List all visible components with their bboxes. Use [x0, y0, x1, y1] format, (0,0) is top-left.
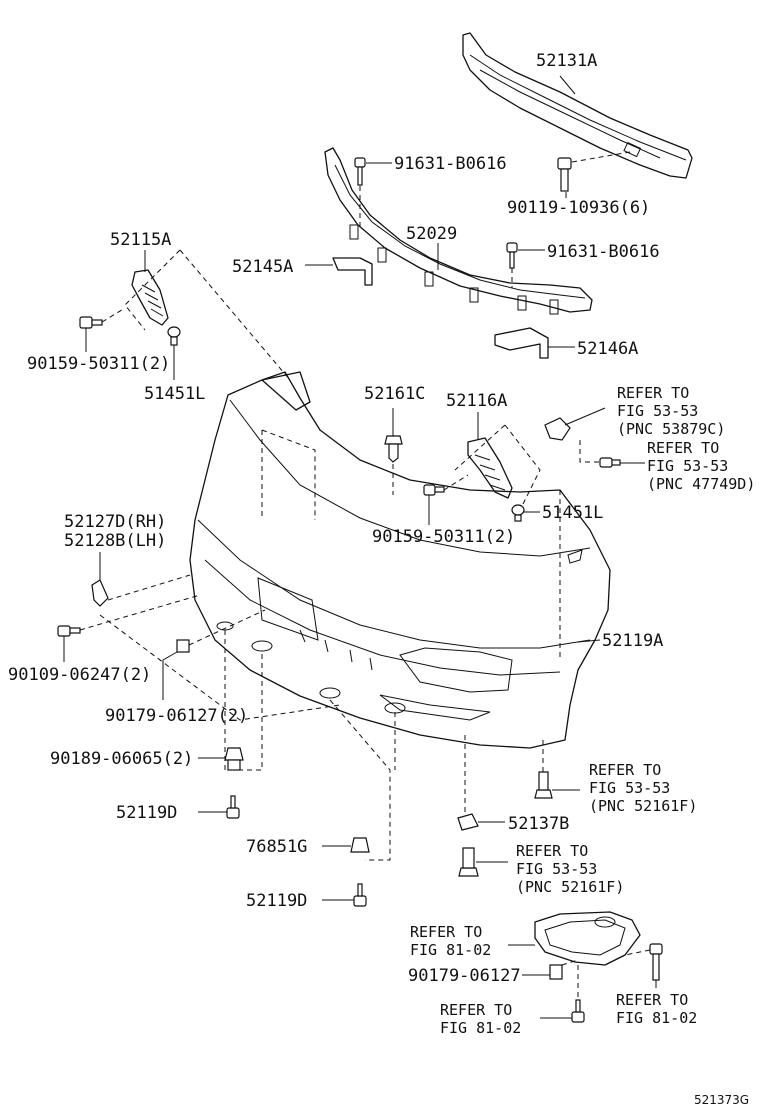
- screw-fog-right-icon[interactable]: [649, 943, 663, 981]
- ref5-line2: FIG 81-02: [410, 941, 491, 959]
- ref3-line3: (PNC 52161F): [589, 797, 697, 815]
- ref4-line2: FIG 53-53: [516, 860, 597, 878]
- reinforcement-52131A[interactable]: [462, 32, 693, 179]
- label-90119: 90119-10936(6): [507, 198, 650, 218]
- ref6-line1: REFER TO: [440, 1001, 512, 1019]
- bumper-cover-52119A[interactable]: [189, 371, 611, 749]
- screw-52119D-b-icon[interactable]: [353, 883, 367, 907]
- dash-90159-left: [101, 307, 126, 323]
- nut-52137B-icon[interactable]: [457, 813, 479, 831]
- dash-52116A-a: [504, 424, 541, 511]
- dash-lower-c: [329, 699, 391, 861]
- label-91631-mid: 91631-B0616: [547, 242, 660, 262]
- bolt-90119-icon[interactable]: [557, 157, 572, 192]
- screw-52119D-a-icon[interactable]: [226, 795, 240, 819]
- dash-90179-a: [188, 609, 266, 646]
- reflector-52127D-52128B[interactable]: [91, 579, 109, 607]
- bolt-91631-top-icon[interactable]: [354, 157, 366, 186]
- label-52115A: 52115A: [110, 230, 171, 250]
- dash-reflector: [107, 574, 191, 601]
- label-52029: 52029: [406, 224, 457, 244]
- bolt-91631-mid-icon[interactable]: [506, 242, 518, 269]
- ref2-line1: REFER TO: [647, 439, 719, 457]
- leader-ref1: [564, 407, 606, 426]
- leader-52119A: [577, 639, 601, 643]
- label-52127D: 52127D(RH): [64, 512, 166, 532]
- screw-90109-icon[interactable]: [57, 625, 81, 637]
- label-90109: 90109-06247(2): [8, 665, 151, 685]
- clip-53879C-icon[interactable]: [544, 417, 571, 441]
- ref3-line1: REFER TO: [589, 761, 661, 779]
- dash-90159-mid: [443, 474, 469, 491]
- dash-52116A-b: [454, 424, 506, 471]
- bolt-90159-left-icon[interactable]: [79, 316, 103, 329]
- dash-lower-b: [224, 630, 263, 771]
- bolt-90159-mid-icon[interactable]: [423, 484, 445, 496]
- dash-90179-b: [561, 959, 579, 966]
- dash-90119: [571, 151, 631, 163]
- ref7-line1: REFER TO: [616, 991, 688, 1009]
- label-52131A: 52131A: [536, 51, 597, 71]
- label-91631-top: 91631-B0616: [394, 154, 507, 174]
- clip-51451L-right-icon[interactable]: [511, 504, 525, 522]
- ref1-line1: REFER TO: [617, 384, 689, 402]
- screw-47749D-icon[interactable]: [599, 457, 621, 468]
- dash-90109: [79, 594, 201, 631]
- leader-52131A: [559, 75, 576, 95]
- label-90189: 90189-06065(2): [50, 749, 193, 769]
- label-52119A: 52119A: [602, 631, 663, 651]
- clip-52161F-b-icon[interactable]: [458, 847, 479, 877]
- label-52128B: 52128B(LH): [64, 531, 166, 551]
- label-52116A: 52116A: [446, 391, 507, 411]
- label-52137B: 52137B: [508, 814, 569, 834]
- dash-fog-right: [624, 949, 651, 956]
- label-90159-left: 90159-50311(2): [27, 354, 170, 374]
- ref7-line2: FIG 81-02: [616, 1009, 697, 1027]
- ref2-line3: (PNC 47749D): [647, 475, 755, 493]
- nut-90179-a-icon[interactable]: [176, 639, 190, 653]
- ref4-line1: REFER TO: [516, 842, 588, 860]
- ref4-line3: (PNC 52161F): [516, 878, 624, 896]
- ref1-line2: FIG 53-53: [617, 402, 698, 420]
- label-90179-a: 90179-06127(2): [105, 706, 248, 726]
- retainer-52029[interactable]: [324, 147, 593, 315]
- clip-51451L-left-icon[interactable]: [167, 326, 181, 346]
- screw-fog-lower-icon[interactable]: [571, 999, 585, 1023]
- diagram-id: 521373G: [694, 1093, 749, 1107]
- dash-52115A-b: [124, 249, 181, 331]
- leader-90179-a: [162, 651, 178, 700]
- nut-90179-b-icon[interactable]: [549, 964, 563, 980]
- clip-52161F-a-icon[interactable]: [534, 771, 553, 799]
- label-90179-b: 90179-06127: [408, 966, 521, 986]
- bracket-52146A[interactable]: [494, 327, 549, 359]
- ref3-line2: FIG 53-53: [589, 779, 670, 797]
- label-52119D-a: 52119D: [116, 803, 177, 823]
- retainer-52115A[interactable]: [131, 269, 169, 326]
- label-52161C: 52161C: [364, 384, 425, 404]
- ref5-line1: REFER TO: [410, 923, 482, 941]
- label-51451L-left: 51451L: [144, 384, 205, 404]
- dash-52115A-a: [179, 249, 291, 381]
- ref2-line2: FIG 53-53: [647, 457, 728, 475]
- ref6-line2: FIG 81-02: [440, 1019, 521, 1037]
- label-52146A: 52146A: [577, 339, 638, 359]
- dash-lower-a: [99, 614, 341, 721]
- label-90159-mid: 90159-50311(2): [372, 527, 515, 547]
- clip-90189-icon[interactable]: [224, 747, 244, 771]
- label-52119D-b: 52119D: [246, 891, 307, 911]
- nut-76851G-icon[interactable]: [350, 837, 370, 853]
- label-76851G: 76851G: [246, 837, 307, 857]
- bracket-52145A[interactable]: [332, 257, 373, 286]
- dash-cover-top: [261, 429, 316, 520]
- label-51451L-right: 51451L: [542, 503, 603, 523]
- ref1-line3: (PNC 53879C): [617, 420, 725, 438]
- clip-52161C-icon[interactable]: [384, 435, 403, 463]
- retainer-52116A[interactable]: [467, 437, 513, 499]
- label-52145A: 52145A: [232, 257, 293, 277]
- fog-lamp-icon[interactable]: [534, 911, 641, 966]
- dash-ref2: [579, 440, 600, 463]
